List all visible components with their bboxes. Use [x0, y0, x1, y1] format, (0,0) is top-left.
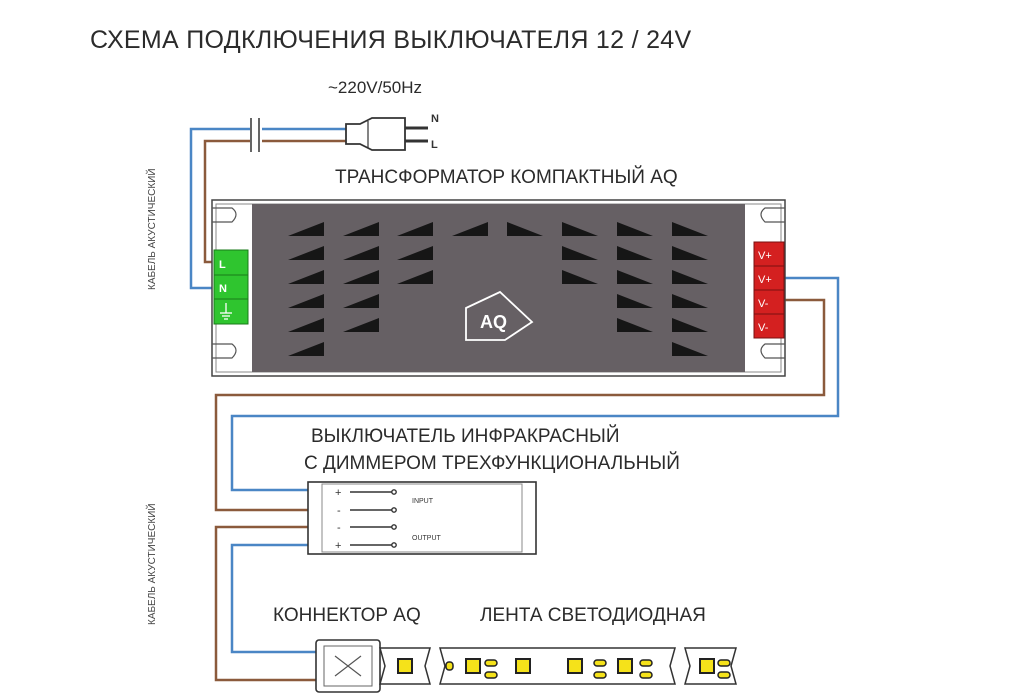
vent-slot [672, 222, 708, 236]
vent-slot [672, 318, 708, 332]
transformer-output-terminals: V+ V+ V- V- [753, 241, 785, 339]
switch-terminal-1: + [335, 487, 341, 499]
solder-pad [484, 659, 498, 667]
transformer-input-terminals: L N [213, 249, 249, 325]
transformer-vents [288, 222, 708, 356]
switch-output-label: OUTPUT [412, 535, 442, 542]
solder-pad [593, 659, 607, 667]
wires [189, 127, 840, 682]
vent-slot [672, 294, 708, 308]
solder-pad [717, 671, 731, 679]
vent-slot [343, 246, 379, 260]
switch-label-line2: С ДИММЕРОМ ТРЕХФУНКЦИОНАЛЬНЫЙ [304, 453, 680, 474]
transformer: AQ [211, 199, 786, 377]
diagram-title: СХЕМА ПОДКЛЮЧЕНИЯ ВЫКЛЮЧАТЕЛЯ 12 / 24V [90, 26, 692, 54]
switch-label-line1: ВЫКЛЮЧАТЕЛЬ ИНФРАКРАСНЫЙ [311, 426, 620, 447]
terminal-vplus-2: V+ [758, 274, 772, 286]
switch-input-label: INPUT [412, 498, 434, 505]
wire-output-minus [214, 525, 316, 682]
solder-pad [445, 661, 454, 671]
vent-slot [617, 270, 653, 284]
led-chip [617, 658, 633, 674]
led-chip [465, 658, 481, 674]
solder-pad [484, 671, 498, 679]
wire-break-icon [250, 118, 260, 152]
plug-pin-n: N [431, 113, 439, 125]
vent-slot [672, 342, 708, 356]
vent-slot [397, 270, 433, 284]
led-chip [397, 658, 413, 674]
terminal-l: L [219, 259, 226, 271]
vent-slot [343, 222, 379, 236]
vent-slot [672, 246, 708, 260]
vent-slot [288, 294, 324, 308]
vent-slot [288, 318, 324, 332]
connector-label: КОННЕКТОР AQ [273, 605, 421, 626]
vent-slot [562, 270, 598, 284]
mains-voltage-label: ~220V/50Hz [328, 78, 423, 97]
ground-icon [220, 303, 232, 320]
vent-slot [343, 318, 379, 332]
vent-slot [288, 222, 324, 236]
vent-slot [288, 246, 324, 260]
led-strip-segment [439, 647, 676, 685]
solder-pad [717, 659, 731, 667]
terminal-vplus-1: V+ [758, 250, 772, 262]
wire-mains-l [203, 139, 346, 264]
connector-aq [315, 639, 381, 693]
vent-slot [672, 270, 708, 284]
aq-logo-text: AQ [480, 312, 507, 332]
led-strip [379, 647, 737, 685]
solder-pad [639, 659, 653, 667]
wire-vminus [214, 298, 826, 512]
vent-slot [288, 342, 324, 356]
plug-pin-l: L [431, 139, 438, 151]
switch-terminal-2: - [337, 505, 341, 517]
vent-slot [617, 294, 653, 308]
wire-output-plus [230, 543, 316, 654]
aq-logo-icon: AQ [465, 290, 534, 341]
vent-slot [617, 318, 653, 332]
switch-terminal-4: + [335, 540, 341, 552]
vent-slot [288, 270, 324, 284]
vent-slot [397, 246, 433, 260]
wire-mains-n [189, 127, 346, 290]
vent-slot [617, 222, 653, 236]
transformer-body [252, 204, 745, 372]
ir-switch: + - - + INPUT OUTPUT [307, 481, 537, 555]
vent-slot [507, 222, 543, 236]
led-chip [567, 658, 583, 674]
led-strip-label: ЛЕНТА СВЕТОДИОДНАЯ [480, 605, 706, 626]
solder-pad [639, 671, 653, 679]
terminal-vminus-1: V- [758, 298, 769, 310]
vent-slot [343, 294, 379, 308]
vent-slot [452, 222, 488, 236]
switch-terminal-3: - [337, 522, 341, 534]
terminal-vminus-2: V- [758, 322, 769, 334]
power-plug-icon: N L [345, 113, 439, 151]
solder-pad [593, 671, 607, 679]
vent-slot [562, 246, 598, 260]
vent-slot [617, 246, 653, 260]
terminal-n: N [219, 283, 227, 295]
wire-vplus [230, 276, 840, 492]
vent-slot [397, 222, 433, 236]
led-chip [515, 658, 531, 674]
transformer-label: ТРАНСФОРМАТОР КОМПАКТНЫЙ AQ [335, 167, 678, 188]
vent-slot [343, 270, 379, 284]
led-chip [699, 658, 715, 674]
vent-slot [562, 222, 598, 236]
